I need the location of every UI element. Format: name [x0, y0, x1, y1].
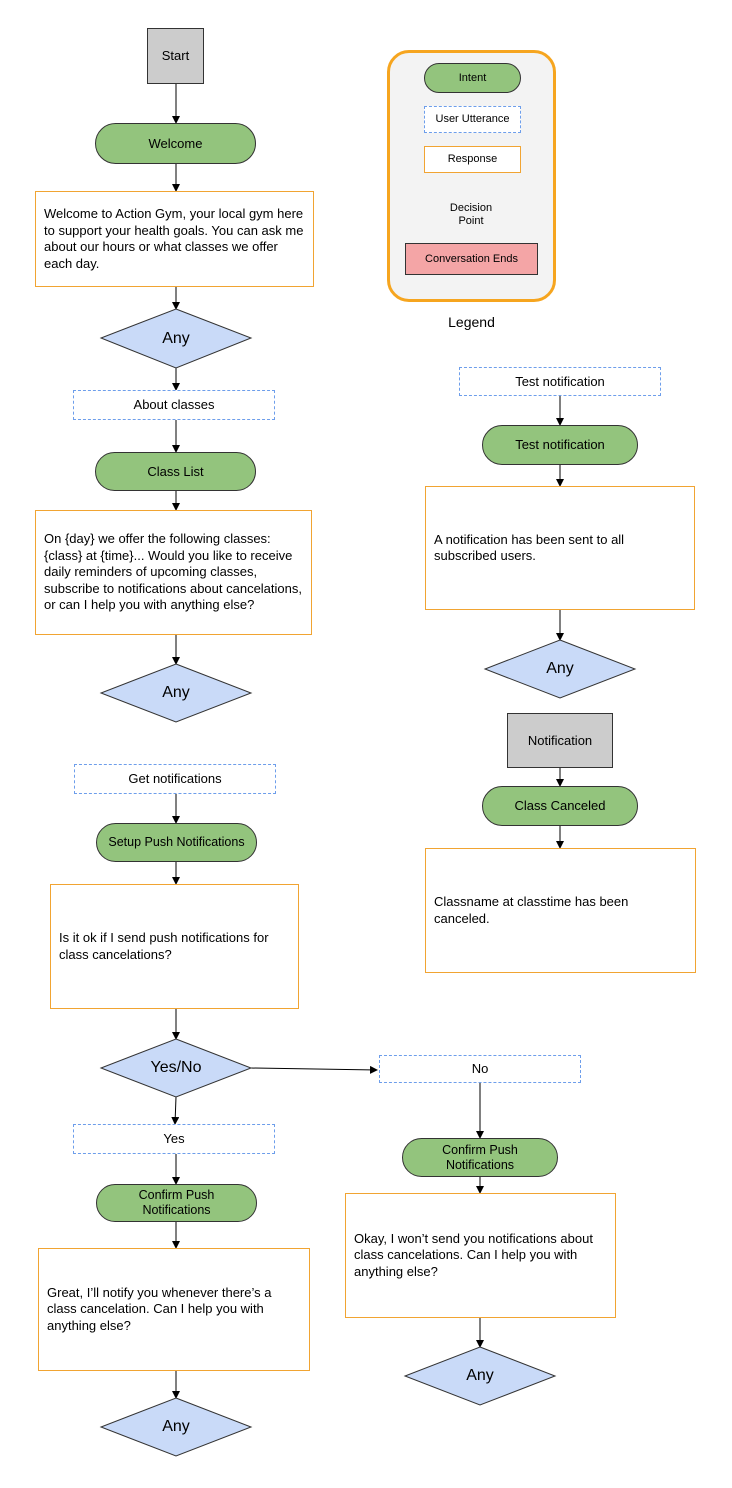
- legend-response: Response: [424, 146, 521, 173]
- decision-yes-no: [99, 1038, 253, 1098]
- arrow-yesno-yes: [171, 1096, 180, 1125]
- welcome-intent: Welcome: [95, 123, 256, 164]
- legend-user-utterance: User Utterance: [424, 106, 521, 133]
- start-node: Start: [147, 28, 204, 84]
- class-list-response: On {day} we offer the following classes:…: [35, 510, 312, 635]
- decision-any-3: [99, 1397, 253, 1457]
- notification-start-node: Notification: [507, 713, 613, 768]
- decision-any-5: [483, 639, 637, 699]
- confirm-yes-response: Great, I’ll notify you whenever there’s …: [38, 1248, 310, 1371]
- legend-conversation-ends: Conversation Ends: [405, 243, 538, 275]
- confirm-push-yes-intent: Confirm Push Notifications: [96, 1184, 257, 1222]
- no-utterance: No: [379, 1055, 581, 1083]
- decision-any-2-label: Any: [162, 684, 190, 701]
- class-list-intent: Class List: [95, 452, 256, 491]
- welcome-response: Welcome to Action Gym, your local gym he…: [35, 191, 314, 287]
- legend-title: Legend: [448, 314, 495, 330]
- decision-any-4-label: Any: [466, 1367, 494, 1384]
- confirm-push-no-intent: Confirm Push Notifications: [402, 1138, 558, 1177]
- class-canceled-intent: Class Canceled: [482, 786, 638, 826]
- decision-yes-no-label: Yes/No: [150, 1059, 202, 1076]
- legend-decision-point: Decision Point: [449, 201, 493, 227]
- get-notifications-utterance: Get notifications: [74, 764, 276, 794]
- test-notification-response: A notification has been sent to all subs…: [425, 486, 695, 610]
- decision-any-5-label: Any: [546, 660, 574, 677]
- confirm-no-response: Okay, I won’t send you notifications abo…: [345, 1193, 616, 1318]
- decision-any-2: [99, 663, 253, 723]
- decision-any-1: [99, 308, 253, 369]
- class-canceled-response: Classname at classtime has been canceled…: [425, 848, 696, 973]
- test-notification-utterance: Test notification: [459, 367, 661, 396]
- decision-any-1-label: Any: [162, 329, 190, 347]
- yes-utterance: Yes: [73, 1124, 275, 1154]
- legend-intent: Intent: [424, 63, 521, 93]
- about-classes-utterance: About classes: [73, 390, 275, 420]
- setup-push-intent: Setup Push Notifications: [96, 823, 257, 862]
- arrow-yesno-no: [250, 1065, 378, 1074]
- test-notification-intent: Test notification: [482, 425, 638, 465]
- decision-any-4: [403, 1346, 557, 1406]
- decision-any-3-label: Any: [162, 1418, 190, 1435]
- setup-push-response: Is it ok if I send push notifications fo…: [50, 884, 299, 1009]
